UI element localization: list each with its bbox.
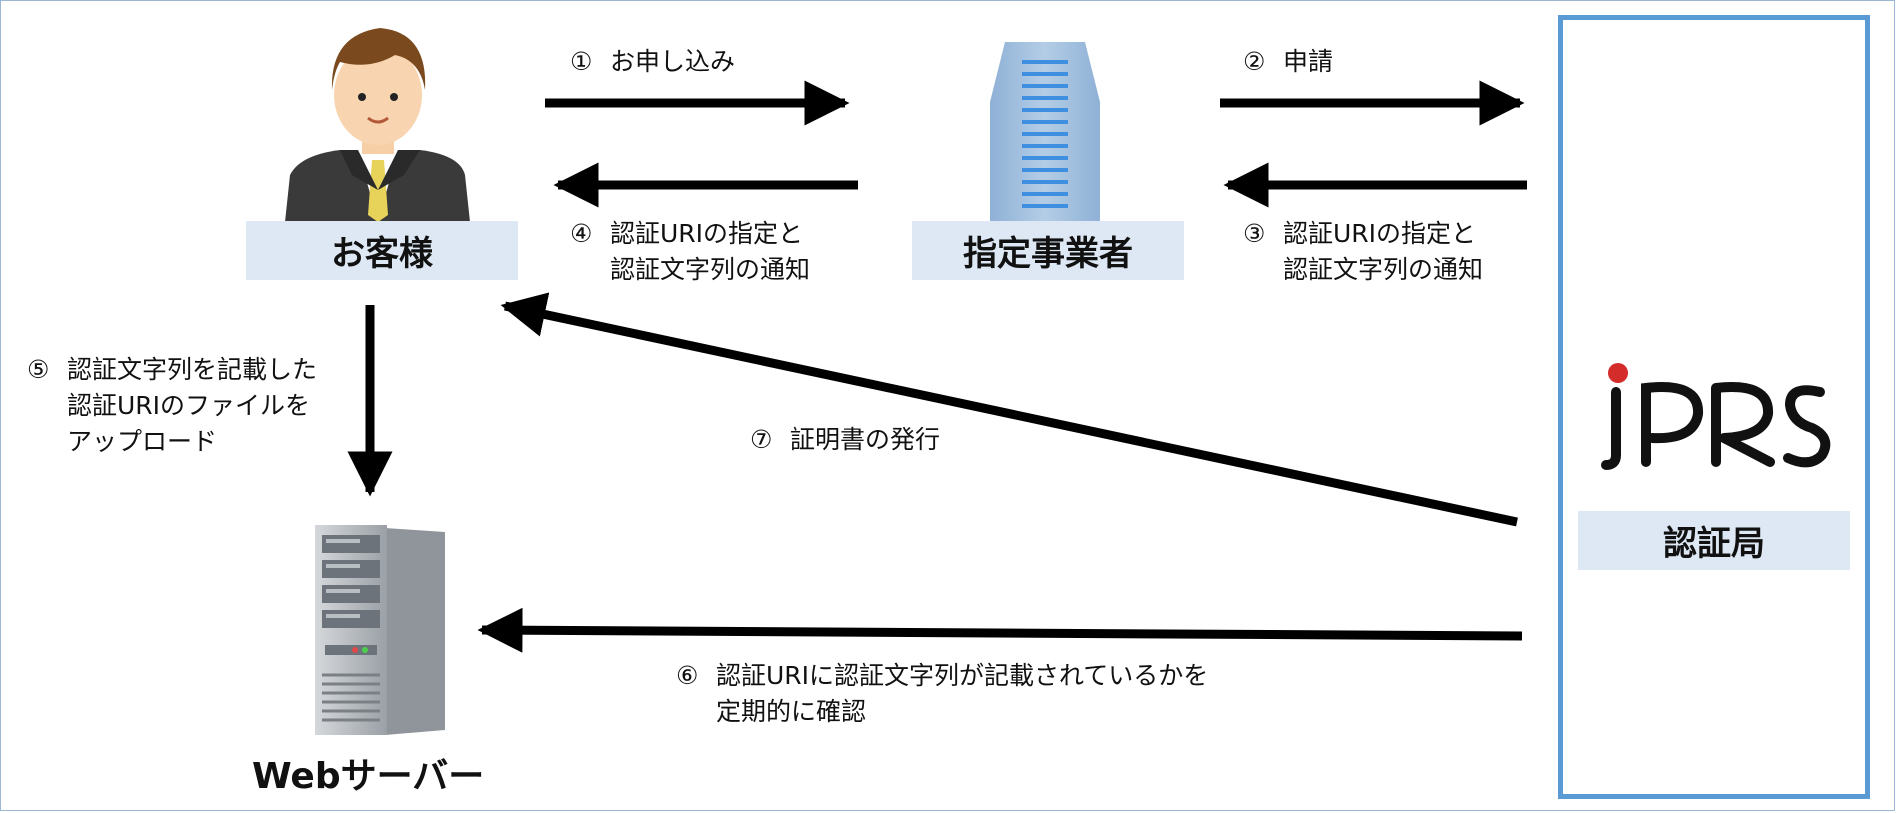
step-7-label: ⑦ 証明書の発行 [750, 422, 940, 458]
step-text: 認証URIの指定と [610, 219, 804, 248]
designated-operator-label: 指定事業者 [912, 221, 1184, 280]
step-text: 認証文字列を記載した [67, 355, 318, 384]
step-number: ② [1243, 47, 1266, 76]
step-text: 申請 [1283, 47, 1334, 76]
step-number: ⑥ [676, 661, 699, 690]
office-building-icon [990, 42, 1100, 222]
step-text: 認証文字列の通知 [1283, 255, 1484, 284]
step-text: 認証URIの指定と [1283, 219, 1477, 248]
step-text: 認証文字列の通知 [610, 255, 811, 284]
step-1-label: ① お申し込み [570, 44, 735, 80]
step-number: ④ [570, 219, 593, 248]
server-tower-icon [315, 525, 445, 735]
arrow-step-6 [477, 607, 1523, 653]
step-text: お申し込み [610, 47, 736, 76]
step-text: 証明書の発行 [790, 425, 941, 454]
step-5-label: ⑤ 認証文字列を記載した 認証URIのファイルを アップロード [27, 352, 317, 460]
step-3-label: ③ 認証URIの指定と 認証文字列の通知 [1243, 216, 1483, 288]
step-6-label: ⑥ 認証URIに認証文字列が記載されているかを 定期的に確認 [676, 658, 1208, 730]
certificate-authority-label: 認証局 [1578, 511, 1850, 570]
step-text: 認証URIのファイルを [67, 391, 311, 420]
certificate-authority-panel [1558, 15, 1870, 799]
step-number: ⑤ [27, 355, 50, 384]
web-server-label: Webサーバー [252, 756, 485, 797]
step-text: 認証URIに認証文字列が記載されているかを [716, 661, 1209, 690]
step-text: アップロード [67, 427, 218, 456]
step-number: ⑦ [750, 425, 773, 454]
step-number: ① [570, 47, 593, 76]
businessman-icon [285, 28, 470, 222]
arrows [347, 80, 1527, 653]
jprs-logo [1601, 363, 1831, 470]
customer-label: お客様 [246, 221, 518, 280]
logo-dot [1608, 363, 1628, 383]
arrow-step-7 [500, 292, 1518, 527]
step-number: ③ [1243, 219, 1266, 248]
step-2-label: ② 申請 [1243, 44, 1333, 80]
step-text: 定期的に確認 [716, 697, 867, 726]
step-4-label: ④ 認証URIの指定と 認証文字列の通知 [570, 216, 810, 288]
